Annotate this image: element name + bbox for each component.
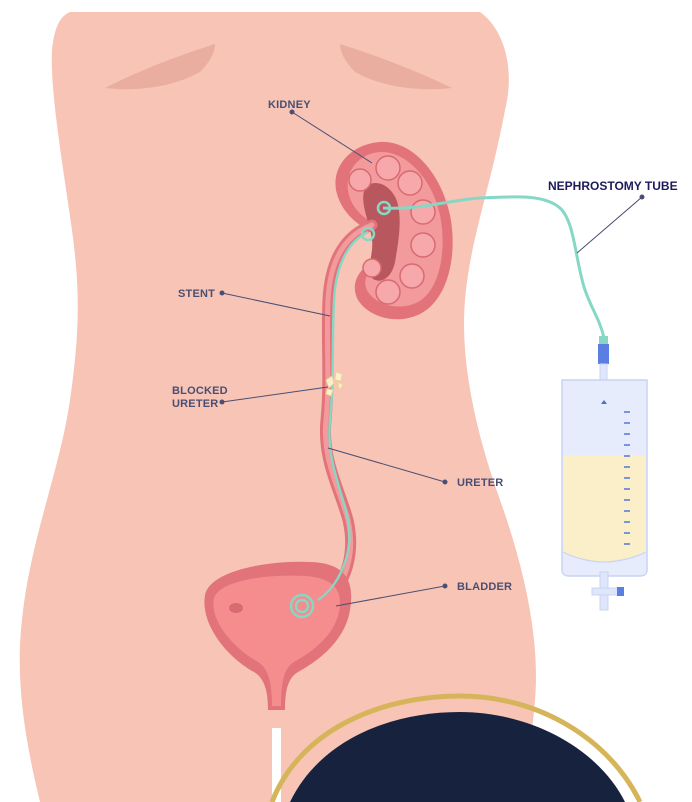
tube-connector [598, 344, 609, 364]
label-stent: STENT [178, 288, 215, 300]
label-nephrostomy-tube: NEPHROSTOMY TUBE [548, 179, 678, 193]
tube-connector-top [599, 336, 608, 344]
label-blocked-ureter-line1: BLOCKED [172, 385, 228, 397]
label-ureter: URETER [457, 477, 503, 489]
label-blocked-ureter-line2: URETER [172, 398, 218, 410]
label-kidney: KIDNEY [268, 99, 311, 111]
label-bladder: BLADDER [457, 581, 512, 593]
drainage-bag [562, 364, 647, 610]
